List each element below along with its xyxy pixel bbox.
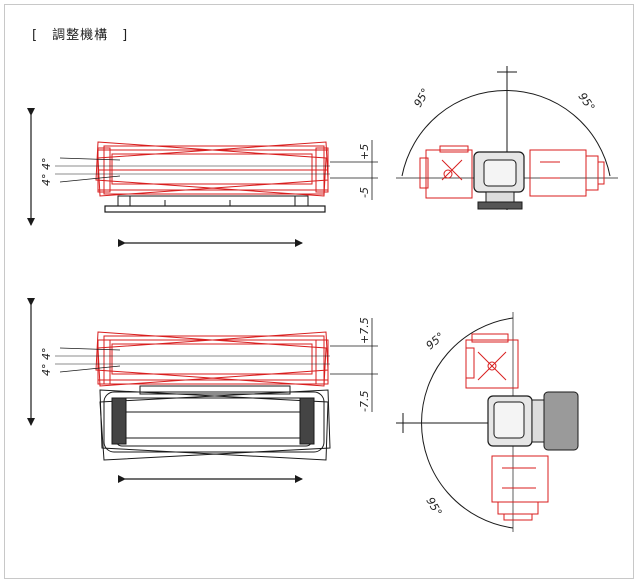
tilt-label-lower: 4° — [40, 174, 53, 187]
page-title: [ 調整機構 ] — [32, 28, 129, 43]
angle-label-left: 95° — [411, 86, 432, 109]
camera-left — [419, 145, 473, 199]
top-left-view: 4° 4° +5 -5 — [27, 108, 378, 247]
camera-right — [529, 149, 605, 197]
tilt-label-upper: 4° — [40, 158, 53, 171]
base-rail — [117, 195, 309, 207]
offset-minus-label-2: -7.5 — [358, 391, 371, 412]
camera-body-positions-2 — [95, 331, 329, 387]
offset-plus-label-2: +7.5 — [358, 317, 371, 344]
angle-label-bottom: 95° — [423, 495, 444, 518]
tilt-label-upper-2: 4° — [40, 348, 53, 361]
top-right-view: 95° 95° — [396, 66, 618, 210]
housing-lower — [99, 385, 331, 461]
offset-minus-label: -5 — [358, 187, 371, 198]
angle-label-right: 95° — [576, 90, 598, 113]
offset-plus-label: +5 — [358, 144, 371, 160]
angle-label-top: 95° — [424, 330, 447, 352]
tilt-label-lower-2: 4° — [40, 364, 53, 377]
pan-arc — [401, 90, 611, 177]
camera-top — [465, 333, 519, 389]
camera-body-positions — [95, 141, 329, 197]
drawing-frame — [4, 4, 634, 579]
bottom-right-view: 95° 95° — [396, 312, 579, 532]
base-plate — [104, 205, 326, 213]
bottom-left-view: 4° 4° +7.5 -7.5 — [27, 298, 378, 483]
camera-bottom — [491, 455, 549, 521]
